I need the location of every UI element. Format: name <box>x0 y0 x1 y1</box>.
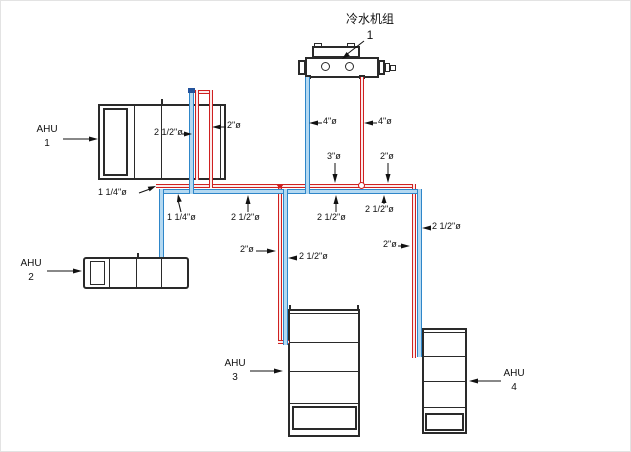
pipe-size-label: 2 1/2"ø <box>154 127 183 137</box>
ahu2-number: 2 <box>28 271 34 283</box>
arrowhead <box>309 120 318 126</box>
ahu4-base-section <box>425 413 464 431</box>
chiller-name: 冷水机组 <box>345 12 394 26</box>
ahu2-name: AHU <box>20 258 42 269</box>
chiller-top-lug <box>347 43 355 47</box>
pipe-size-label: 2 1/2"ø <box>365 204 394 214</box>
arrowhead <box>267 248 276 254</box>
ahu4-name: AHU <box>503 368 525 379</box>
arrowhead <box>288 255 297 261</box>
ahu1-division <box>161 106 162 178</box>
ahu1-label: AHU 1 <box>27 123 67 150</box>
pipe-size-label: 4"ø <box>378 116 392 126</box>
chiller-top-lug <box>314 43 322 47</box>
ahu2-filter-section <box>90 261 105 285</box>
chiller-nozzle-flange <box>385 63 390 72</box>
pipe-return-ahu1-loop-left <box>195 90 199 180</box>
pipe-size-label: 1 1/4"ø <box>167 212 196 222</box>
arrowhead <box>385 174 391 183</box>
return-tee-marker <box>276 184 284 189</box>
chiller-port <box>345 62 354 71</box>
pipe-supply-ahu3-drop <box>283 189 288 345</box>
chiller-number: 1 <box>366 28 374 43</box>
pipe-return-ahu1-loop-right <box>209 90 213 188</box>
ahu1-right-inner-line <box>220 106 221 178</box>
ahu4-division <box>424 407 465 408</box>
pipe-supply-ahu1-cap <box>188 88 195 93</box>
ahu1-division <box>134 106 135 178</box>
ahu4-label: AHU 4 <box>494 367 534 394</box>
pipe-return-ahu4-drop <box>412 184 416 358</box>
pipe-size-label: 2 1/2"ø <box>231 212 260 222</box>
chiller-label: 冷水机组 1 <box>332 11 408 43</box>
chiller-right-cap <box>378 60 385 75</box>
arrowhead <box>381 195 387 203</box>
arrowhead <box>364 120 373 126</box>
pipe-size-label: 1 1/4"ø <box>98 187 127 197</box>
ahu1-top-tick <box>161 99 163 104</box>
arrowhead <box>332 174 338 183</box>
pipe-size-label: 2 1/2"ø <box>317 212 346 222</box>
pipe-size-label: 2"ø <box>240 244 254 254</box>
arrowhead <box>469 378 478 384</box>
ahu4-division <box>424 356 465 357</box>
ahu3-name: AHU <box>224 358 246 369</box>
chiller-left-cap <box>298 60 306 75</box>
ahu3-number: 3 <box>232 371 238 383</box>
arrowhead <box>274 368 283 374</box>
pipe-size-label: 2"ø <box>383 239 397 249</box>
pipe-supply-ahu2-drop <box>159 189 164 257</box>
ahu1-name: AHU <box>36 124 58 135</box>
arrowhead <box>176 194 182 203</box>
ahu3-division <box>290 342 358 343</box>
ahu2-division <box>109 259 110 287</box>
arrowhead <box>245 195 251 204</box>
arrowhead <box>147 186 156 192</box>
leader-line <box>138 188 151 194</box>
ahu3-top-tick <box>357 305 359 309</box>
ahu2-division <box>161 259 162 287</box>
ahu3-label: AHU 3 <box>215 357 255 384</box>
return-tee-node <box>358 182 365 189</box>
pipe-return-main <box>156 184 416 188</box>
ahu4-division <box>424 381 465 382</box>
ahu3-division <box>290 371 358 372</box>
ahu3-base-section <box>292 406 357 430</box>
leader-line <box>178 201 182 213</box>
ahu2-top-tick <box>137 253 139 257</box>
ahu2-label: AHU 2 <box>11 257 51 284</box>
pipe-size-label: 3"ø <box>327 151 341 161</box>
chiller-body <box>305 57 379 78</box>
chiller-nozzle-tip <box>390 65 396 71</box>
ahu3-top-tick <box>289 305 291 309</box>
pipe-supply-main <box>159 189 422 194</box>
ahu4-top-inner-line <box>424 332 465 333</box>
pipe-supply-chiller-drop <box>305 77 310 194</box>
pipe-size-label: 2 1/2"ø <box>432 221 461 231</box>
ahu2-division <box>136 259 137 287</box>
pipe-size-label: 2"ø <box>227 120 241 130</box>
pipe-return-ahu1-loop-top <box>195 90 213 94</box>
arrowhead <box>422 225 431 231</box>
ahu1-number: 1 <box>44 137 50 149</box>
pipe-size-label: 4"ø <box>323 116 337 126</box>
pipe-supply-ahu4-drop <box>417 189 422 357</box>
chiller-port <box>321 62 330 71</box>
ahu3-top-inner-line <box>290 313 358 314</box>
pipe-supply-ahu1-riser <box>189 92 194 194</box>
pipe-return-ahu3-drop <box>278 184 282 344</box>
pipe-size-label: 2 1/2"ø <box>299 251 328 261</box>
ahu4-number: 4 <box>511 381 517 393</box>
pipe-return-chiller-drop <box>360 77 364 185</box>
pipe-size-label: 2"ø <box>380 151 394 161</box>
ahu1-filter-section <box>103 108 128 176</box>
arrowhead <box>401 243 410 249</box>
arrowhead <box>333 195 339 204</box>
ahu3-division <box>290 403 358 404</box>
arrowhead <box>89 136 98 142</box>
arrowhead <box>73 268 82 274</box>
